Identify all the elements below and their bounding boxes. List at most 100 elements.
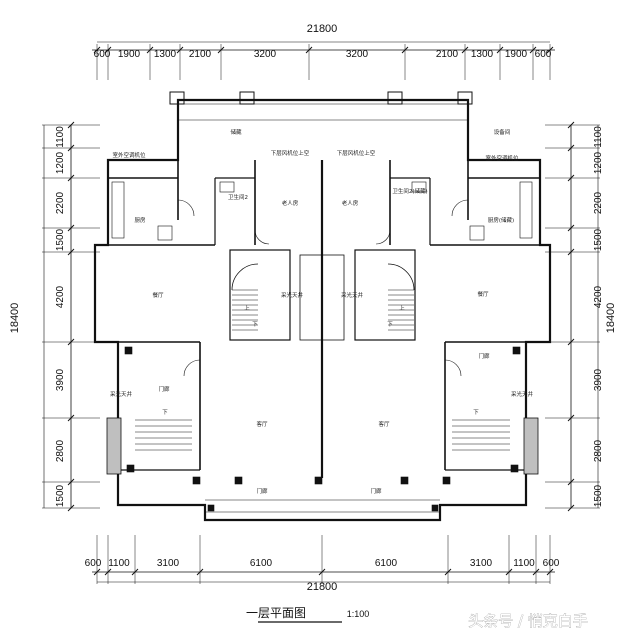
room-elder-right: 老人房: [342, 199, 359, 207]
room-stair-left: 采光天井: [281, 291, 304, 299]
top-dim-tick: [496, 46, 504, 54]
dim-top-3: 2100: [189, 49, 212, 60]
room-storage: 储藏: [230, 128, 242, 136]
door-swing: [183, 359, 201, 377]
room-aircon-right: 室外空调机位: [485, 154, 519, 162]
dim-right-0: 1100: [593, 126, 604, 148]
watermark: 头条号 / 悄克白手: [468, 612, 588, 630]
dim-left-1: 1200: [55, 151, 66, 174]
room-dining-left: 餐厅: [152, 291, 164, 299]
dim-right-5: 3900: [593, 368, 604, 391]
column: [510, 464, 519, 473]
top-dim-tick: [401, 46, 409, 54]
top-dim-tick: [104, 46, 112, 54]
left-dim-tick: [67, 121, 75, 129]
stair-block-right: [354, 249, 416, 341]
room-entrance-right: 门廊: [478, 352, 490, 360]
dim-bottom-5: 3100: [470, 558, 493, 569]
dim-bottom-1: 1100: [108, 558, 130, 569]
top-left-post: [169, 91, 185, 105]
porch-post: [431, 504, 439, 512]
room-dining-right: 餐厅: [477, 290, 489, 298]
door-swing: [375, 229, 391, 245]
room-garden-left: 采光天井: [110, 390, 133, 398]
bottom-dim-tick: [131, 568, 139, 576]
bottom-dim-tick: [318, 568, 326, 576]
entry-down-right: 下: [473, 409, 479, 416]
column: [234, 476, 243, 485]
room-stair-right: 采光天井: [341, 291, 364, 299]
dim-bottom-7: 600: [543, 558, 560, 569]
stair-up-left: 上: [244, 304, 250, 312]
room-labels: 储藏 设备间 室外空调机位 室外空调机位 下层风机位上空 下层风机位上空 厨房 …: [110, 128, 534, 495]
garden-hatch-right: [523, 417, 539, 475]
room-elder-left: 老人房: [282, 199, 299, 207]
left-dim-tick: [67, 414, 75, 422]
top-dim-tick: [176, 46, 184, 54]
stair-curve-left: [231, 263, 259, 291]
stair-down-left: 下: [252, 321, 258, 328]
kitchen-fixture-right: [469, 225, 485, 241]
room-equipment: 设备间: [494, 128, 511, 136]
dim-right-4: 4200: [593, 285, 604, 308]
bottom-dim-tick: [444, 568, 452, 576]
dim-bottom-6: 1100: [513, 558, 535, 569]
column: [442, 476, 451, 485]
room-garden-right: 采光天井: [511, 390, 534, 398]
drawing-title: 一层平面图: [246, 606, 306, 620]
column: [512, 346, 521, 355]
dim-top-6: 2100: [436, 49, 459, 60]
room-porch-right: 门廊: [370, 487, 382, 495]
dim-top-2: 1300: [154, 49, 177, 60]
right-dimension-chain: 1100 1200 2200 1500 4200 3900 2800 1500: [593, 126, 604, 507]
top-right-post-2: [457, 91, 473, 105]
dim-bottom-3: 6100: [250, 558, 273, 569]
stair-up-right: 上: [399, 304, 405, 312]
top-dim-tick: [461, 46, 469, 54]
bottom-dimension-chain: 600 1100 3100 6100 6100 3100 1100 600: [85, 558, 560, 569]
left-dim-tick: [67, 144, 75, 152]
bottom-dim-tick: [532, 568, 540, 576]
dim-top-9: 600: [535, 49, 552, 60]
total-width-top: 21800: [307, 23, 338, 35]
right-dim-tick: [567, 248, 575, 256]
room-kitchen-left: 厨房: [134, 216, 146, 224]
right-dim-tick: [567, 224, 575, 232]
column: [124, 346, 133, 355]
top-dim-tick: [546, 46, 554, 54]
room-living-right: 客厅: [378, 420, 390, 428]
left-dim-tick: [67, 248, 75, 256]
column: [126, 464, 135, 473]
right-dim-tick: [567, 504, 575, 512]
right-dim-tick: [567, 174, 575, 182]
bottom-dim-tick: [505, 568, 513, 576]
stair-curve-right: [387, 263, 415, 291]
left-dim-tick: [67, 224, 75, 232]
room-aircon-left: 室外空调机位: [112, 151, 146, 159]
entry-down-left: 下: [162, 409, 168, 416]
left-dim-tick: [67, 478, 75, 486]
stair-down-right: 下: [387, 321, 393, 328]
bottom-dim-tick: [93, 568, 101, 576]
right-dim-tick: [567, 414, 575, 422]
left-dim-tick: [67, 504, 75, 512]
total-height-right: 18400: [605, 303, 617, 334]
dim-left-6: 2800: [55, 439, 66, 462]
garden-hatch-left: [106, 417, 122, 475]
dim-left-4: 4200: [55, 285, 66, 308]
door-swing: [254, 229, 270, 245]
dim-bottom-0: 600: [85, 558, 102, 569]
kitchen-counter-left: [111, 181, 125, 239]
bottom-dim-tick: [104, 568, 112, 576]
wc-fixture-left: [219, 181, 235, 193]
top-dim-tick: [217, 46, 225, 54]
top-dim-tick: [93, 46, 101, 54]
porch-post: [207, 504, 215, 512]
room-entrance-left: 门廊: [158, 385, 170, 393]
left-dim-tick: [67, 338, 75, 346]
dim-left-2: 2200: [55, 191, 66, 214]
dim-right-6: 2800: [593, 439, 604, 462]
dim-right-1: 1200: [593, 151, 604, 174]
dim-left-3: 1500: [55, 228, 66, 251]
